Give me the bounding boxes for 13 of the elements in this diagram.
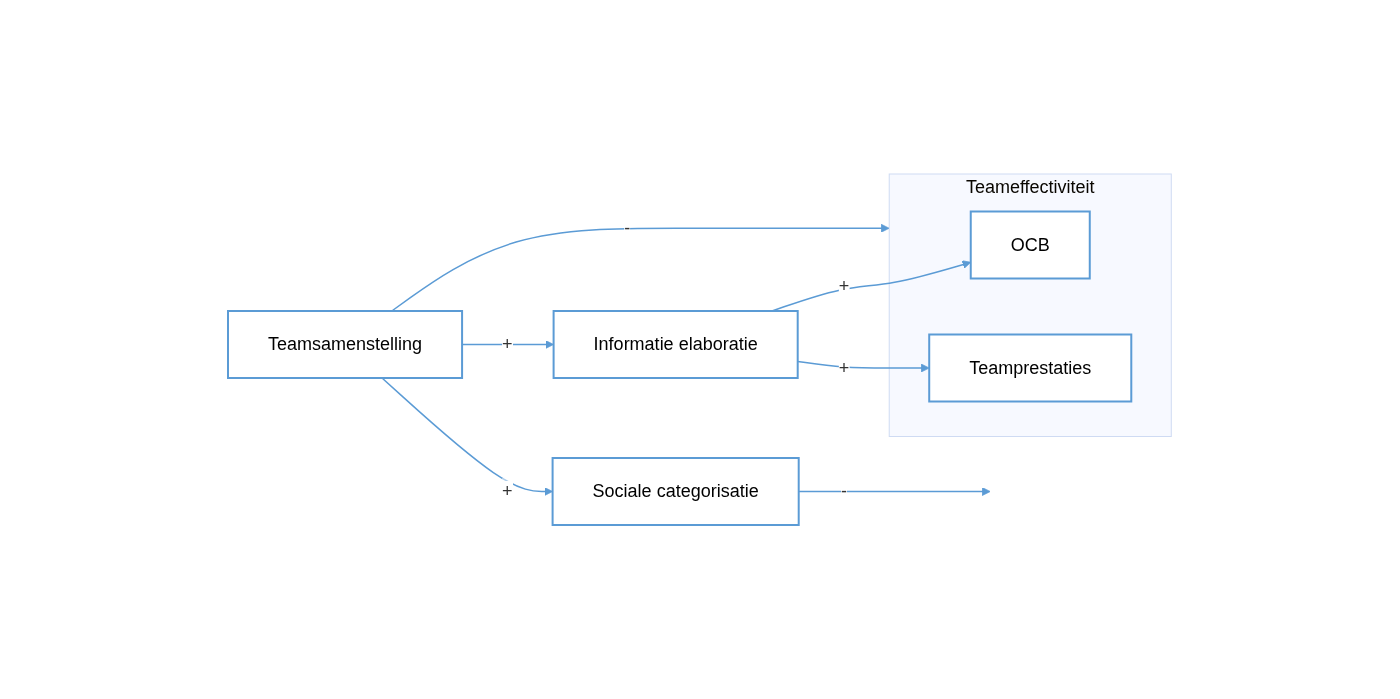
node-box: Sociale categorisatie — [551, 457, 801, 526]
node-box: Teamprestaties — [928, 333, 1133, 403]
node-box: OCB — [970, 210, 1092, 280]
node-box: Teamsamenstelling — [227, 310, 464, 379]
edge-label: - — [841, 481, 848, 501]
edge-label: + — [839, 357, 850, 378]
arrow — [391, 223, 890, 312]
node-box: Informatie elaboratie — [552, 310, 800, 379]
arrow — [771, 260, 972, 312]
edge-label: - — [624, 217, 631, 238]
edge-label: + — [502, 334, 513, 354]
edge-label: + — [839, 275, 850, 296]
edge-label: + — [502, 481, 513, 501]
